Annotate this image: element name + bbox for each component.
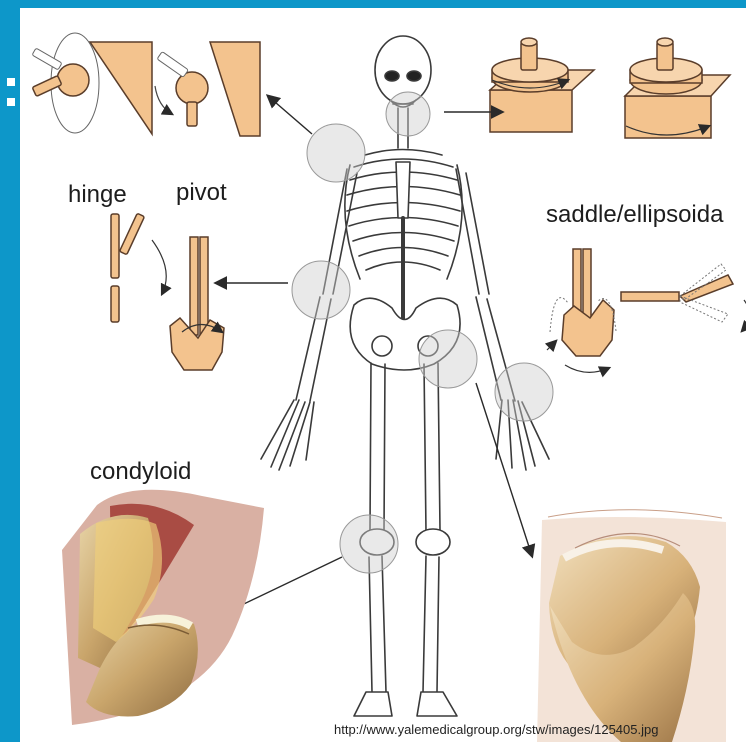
label-pivot: pivot [176,181,227,205]
diagram-svg [20,8,746,742]
saddle-illustration-right [621,264,746,331]
source-url: http://www.yalemedicalgroup.org/stw/imag… [334,722,658,737]
ball-socket-illustration-1 [32,33,152,134]
ellipsoidal-illustration [547,249,616,372]
hinge-illustration [111,213,166,322]
label-hinge: hinge [68,183,127,207]
bullet-icon-2 [7,98,15,106]
pivot-illustration [170,237,224,370]
ball-socket-illustration-2 [155,42,260,136]
saddle-joint-top-right-1 [490,38,594,132]
saddle-joint-top-right-2 [625,38,730,138]
label-saddle-ellipsoidal: saddle/ellipsoida [546,203,723,227]
ball-socket-hip-image [537,510,726,742]
label-condyloid: condyloid [90,460,191,484]
slide-left-edge [0,0,20,742]
joint-types-diagram: hinge pivot saddle/ellipsoida condyloid … [20,8,746,742]
condyloid-knee-image [62,490,264,725]
bullet-icon-1 [7,78,15,86]
